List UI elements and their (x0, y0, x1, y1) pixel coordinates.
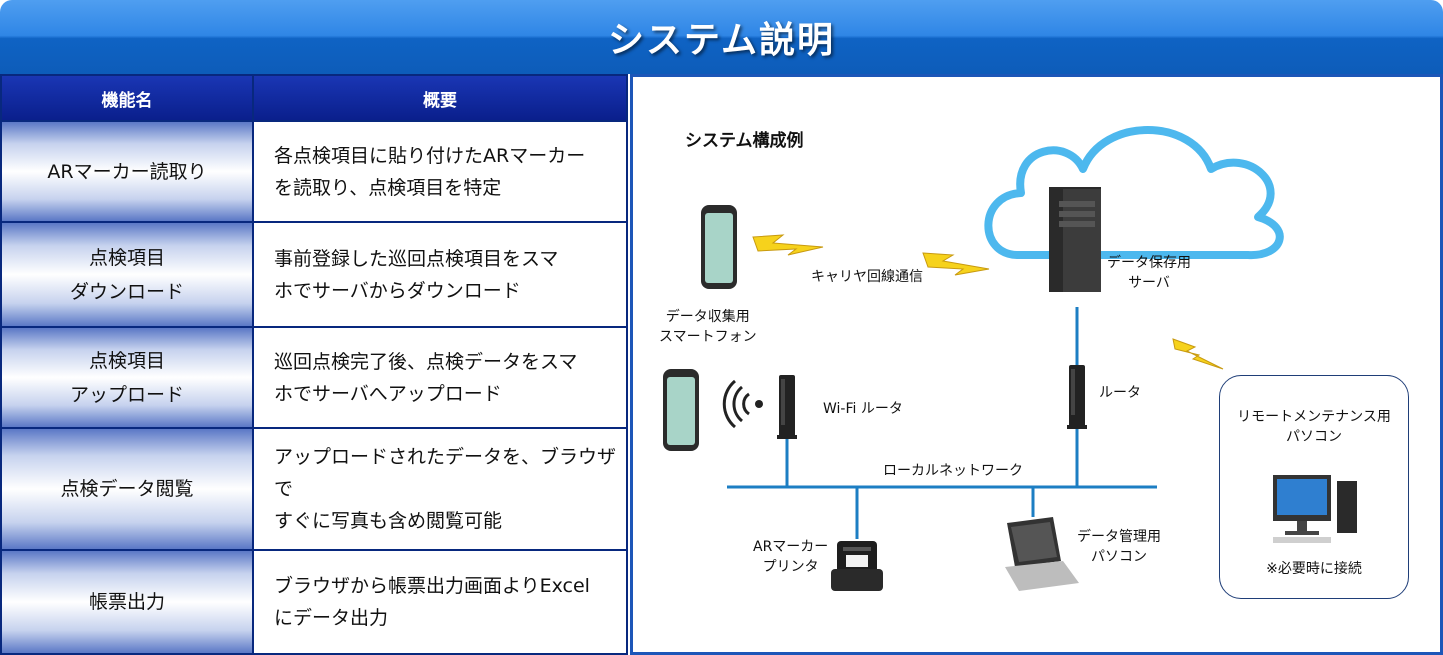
system-diagram: システム構成例 キャリヤ回線通信 データ保存用 サーバ データ収集用 スマートフ… (630, 74, 1443, 655)
description-line: ブラウザから帳票出力画面よりExcel (274, 575, 590, 597)
description-line: ホでサーバからダウンロード (274, 279, 521, 302)
page-title: システム説明 (608, 20, 835, 61)
description-line: ホでサーバへアップロード (274, 382, 502, 405)
header-overview: 概要 (254, 76, 626, 120)
smartphone-icon (701, 205, 737, 289)
function-table: 機能名 概要 ARマーカー読取り 各点検項目に貼り付けたARマーカーを読取り、点… (0, 74, 628, 655)
wifi-signal-icon (722, 379, 763, 429)
lightning-icon (922, 252, 990, 276)
function-name: 点検項目 ダウンロード (2, 223, 254, 326)
lightning-icon (752, 234, 824, 256)
server-icon (1049, 187, 1101, 292)
smartphone-label-line: データ収集用 (665, 309, 750, 325)
lightning-icon (1172, 338, 1224, 370)
function-description: ブラウザから帳票出力画面よりExcel にデータ出力 (254, 551, 626, 653)
table-row: 点検データ閲覧 アップロードされたデータを、ブラウザですぐに写真も含め閲覧可能 (2, 429, 626, 549)
router-icon (1067, 365, 1087, 429)
title-bar: システム説明 (0, 0, 1443, 74)
description-line: すぐに写真も含め閲覧可能 (274, 510, 503, 532)
laptop-icon (1005, 517, 1079, 591)
description-line: 各点検項目に貼り付けたARマーカー (274, 144, 586, 167)
admin-pc-label-line: パソコン (1091, 549, 1147, 565)
function-name: 点検項目 アップロード (2, 328, 254, 427)
function-description: 巡回点検完了後、点検データをスマホでサーバへアップロード (254, 328, 626, 427)
wifi-router-icon (777, 375, 797, 439)
diagram-graphics (663, 126, 1357, 591)
table-header: 機能名 概要 (2, 76, 626, 120)
server-label-line: サーバ (1128, 275, 1170, 291)
printer-icon (831, 541, 883, 591)
remote-pc-label: リモートメンテナンス用 パソコン (1233, 407, 1395, 447)
function-description: 各点検項目に貼り付けたARマーカーを読取り、点検項目を特定 (254, 122, 626, 221)
printer-label-line: ARマーカー (753, 539, 829, 555)
remote-maintenance-box (1219, 375, 1409, 599)
server-label: データ保存用 サーバ (1107, 253, 1191, 293)
lan-label: ローカルネットワーク (883, 463, 1023, 479)
description-line: を読取り、点検項目を特定 (274, 176, 502, 199)
printer-label-line: プリンタ (762, 559, 819, 575)
smartphone-icon (663, 369, 699, 451)
diagram-heading: システム構成例 (685, 131, 804, 151)
admin-pc-label-line: データ管理用 (1077, 529, 1161, 545)
admin-pc-label: データ管理用 パソコン (1077, 527, 1161, 567)
remote-pc-label-line: リモートメンテナンス用 (1237, 409, 1391, 425)
function-description: 事前登録した巡回点検項目をスマホでサーバからダウンロード (254, 223, 626, 326)
description-line: にデータ出力 (274, 607, 389, 629)
table-row: 帳票出力 ブラウザから帳票出力画面よりExcel にデータ出力 (2, 551, 626, 653)
carrier-label: キャリヤ回線通信 (811, 269, 923, 285)
description-line: アップロードされたデータを、ブラウザで (274, 446, 617, 500)
table-row: ARマーカー読取り 各点検項目に貼り付けたARマーカーを読取り、点検項目を特定 (2, 122, 626, 221)
function-name: ARマーカー読取り (2, 122, 254, 221)
function-name: 点検データ閲覧 (2, 429, 254, 549)
remote-pc-label-line: パソコン (1286, 429, 1342, 445)
function-name: 帳票出力 (2, 551, 254, 653)
desktop-pc-icon (1273, 475, 1357, 543)
printer-label: ARマーカー プリンタ (753, 537, 828, 577)
table-row: 点検項目 アップロード 巡回点検完了後、点検データをスマホでサーバへアップロード (2, 328, 626, 427)
remote-note: ※必要時に接続 (1266, 561, 1362, 577)
header-function-name: 機能名 (2, 76, 254, 120)
description-line: 巡回点検完了後、点検データをスマ (274, 350, 578, 373)
smartphone-label-line: スマートフォン (659, 329, 757, 345)
wifi-router-label: Wi-Fi ルータ (823, 401, 903, 417)
smartphone-label: データ収集用 スマートフォン (659, 307, 757, 347)
server-label-line: データ保存用 (1107, 255, 1191, 271)
table-row: 点検項目 ダウンロード 事前登録した巡回点検項目をスマホでサーバからダウンロード (2, 223, 626, 326)
description-line: 事前登録した巡回点検項目をスマ (274, 247, 559, 270)
cloud-shape (984, 126, 1284, 260)
router-label: ルータ (1099, 385, 1141, 401)
function-description: アップロードされたデータを、ブラウザですぐに写真も含め閲覧可能 (254, 429, 626, 549)
